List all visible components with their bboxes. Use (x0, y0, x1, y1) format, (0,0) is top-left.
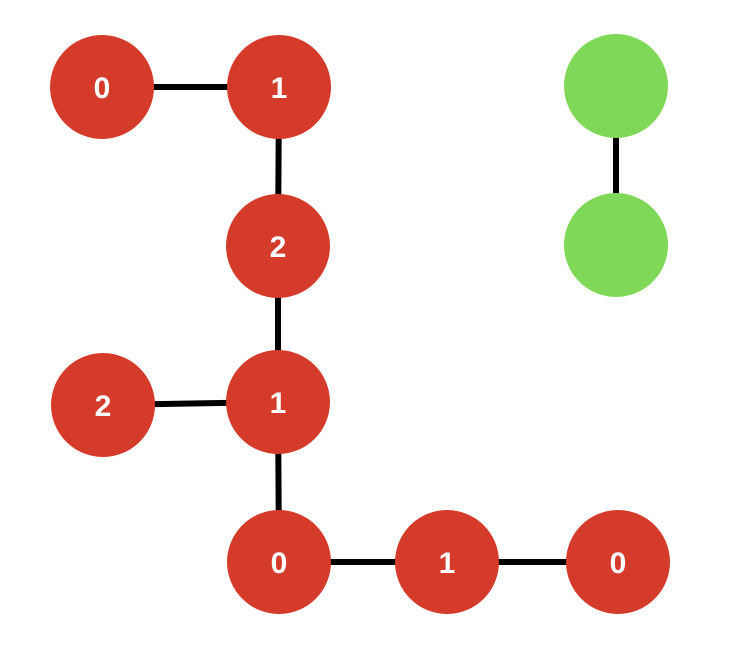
edges-layer (102, 84, 619, 565)
graph-node-n1[interactable]: 1 (227, 35, 331, 139)
graph-node-n7[interactable]: 0 (566, 510, 670, 614)
red-node-circle[interactable] (50, 35, 154, 139)
graph-node-n5[interactable]: 0 (227, 510, 331, 614)
graph-node-n8[interactable] (564, 34, 668, 138)
graph-node-n2[interactable]: 2 (226, 194, 330, 298)
graph-node-n4[interactable]: 2 (51, 353, 155, 457)
red-node-circle[interactable] (226, 194, 330, 298)
red-node-circle[interactable] (227, 510, 331, 614)
green-node-circle[interactable] (564, 193, 668, 297)
red-node-circle[interactable] (395, 510, 499, 614)
red-node-circle[interactable] (226, 350, 330, 454)
green-node-circle[interactable] (564, 34, 668, 138)
red-node-circle[interactable] (566, 510, 670, 614)
red-node-circle[interactable] (51, 353, 155, 457)
red-node-circle[interactable] (227, 35, 331, 139)
graph-node-n9[interactable] (564, 193, 668, 297)
graph-node-n6[interactable]: 1 (395, 510, 499, 614)
graph-node-n0[interactable]: 0 (50, 35, 154, 139)
graph-node-n3[interactable]: 1 (226, 350, 330, 454)
